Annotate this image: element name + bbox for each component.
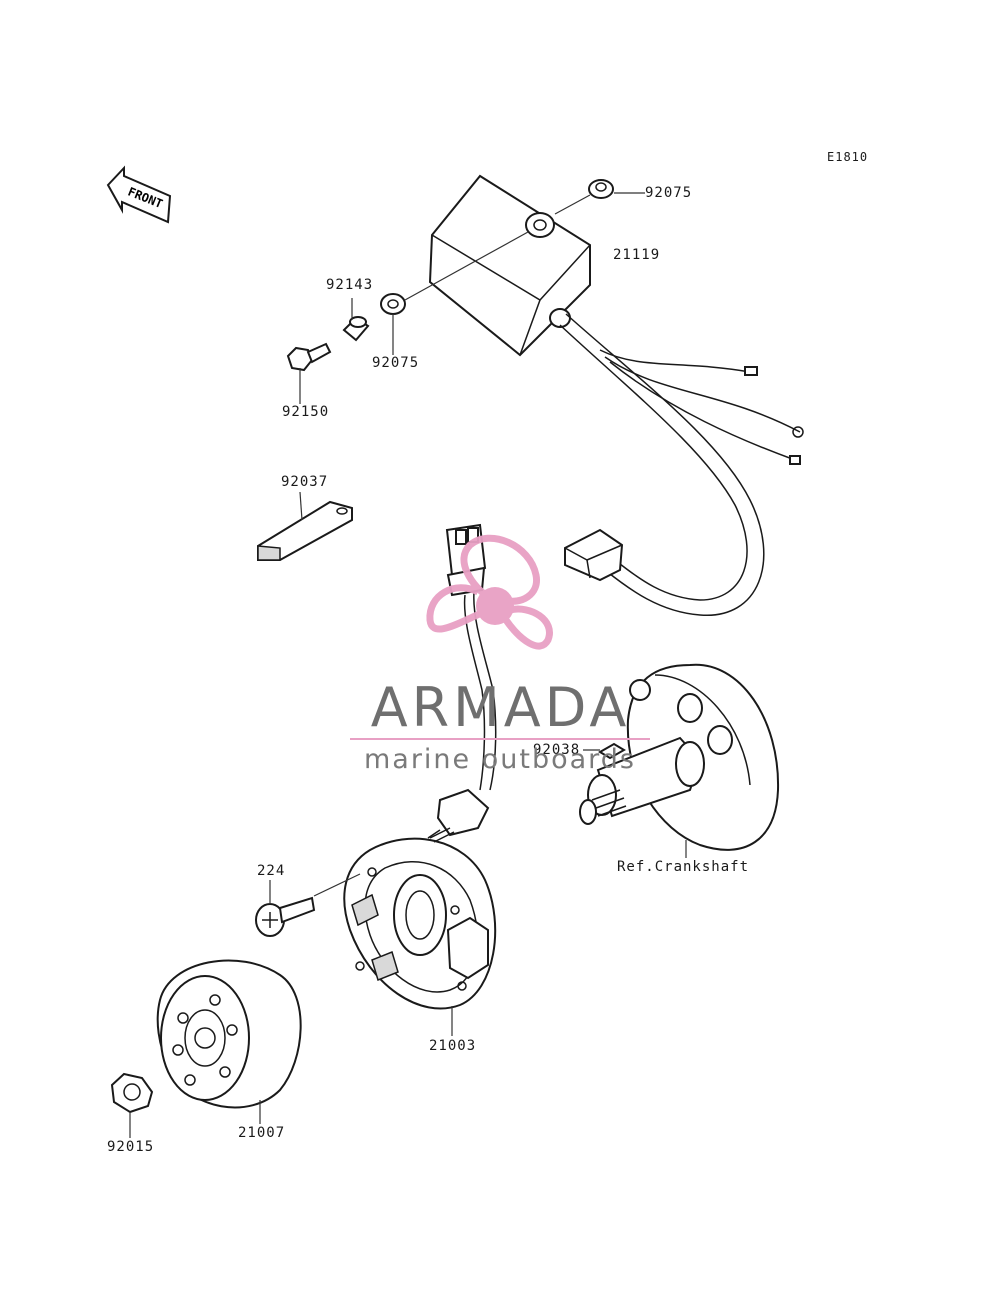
front-arrow-icon: FRONT (106, 165, 172, 224)
crankshaft-part (579, 663, 780, 851)
cdi-connector (564, 528, 624, 582)
watermark-tagline: marine outboards (363, 744, 636, 775)
screw-224-part (255, 896, 316, 937)
leader-92037 (299, 491, 303, 521)
label-21119: 21119 (613, 247, 661, 263)
label-92143: 92143 (326, 277, 374, 293)
key-92038-part (598, 742, 626, 760)
label-92075-top: 92075 (645, 185, 693, 201)
label-92037: 92037 (281, 474, 329, 490)
diagram-code: E1810 (827, 150, 869, 164)
collar-92143-part (342, 316, 370, 342)
clamp-92037-part (257, 500, 353, 561)
flywheel-21007-part (156, 959, 302, 1109)
collar-92075-lower-part (380, 293, 406, 315)
label-crankshaft: Ref.Crankshaft (617, 859, 750, 875)
stator-21003-part (343, 827, 497, 1010)
label-21003: 21003 (429, 1038, 477, 1054)
cdi-unit-part (428, 174, 804, 616)
watermark-brand: ARMADA (370, 676, 631, 739)
label-92038: 92038 (533, 742, 581, 758)
propeller-logo-icon (426, 534, 553, 650)
label-92015: 92015 (107, 1139, 155, 1155)
label-224: 224 (257, 863, 286, 879)
leader-92075-collar (554, 194, 591, 215)
collar-92075-top-part (588, 179, 614, 199)
nut-92015-part (110, 1072, 154, 1114)
leader-224-screw (313, 873, 361, 897)
bolt-92150-part (286, 342, 332, 372)
label-21007: 21007 (238, 1125, 286, 1141)
label-92150: 92150 (282, 404, 330, 420)
label-92075-lower: 92075 (372, 355, 420, 371)
leader-92075-lower-collar (404, 231, 529, 301)
